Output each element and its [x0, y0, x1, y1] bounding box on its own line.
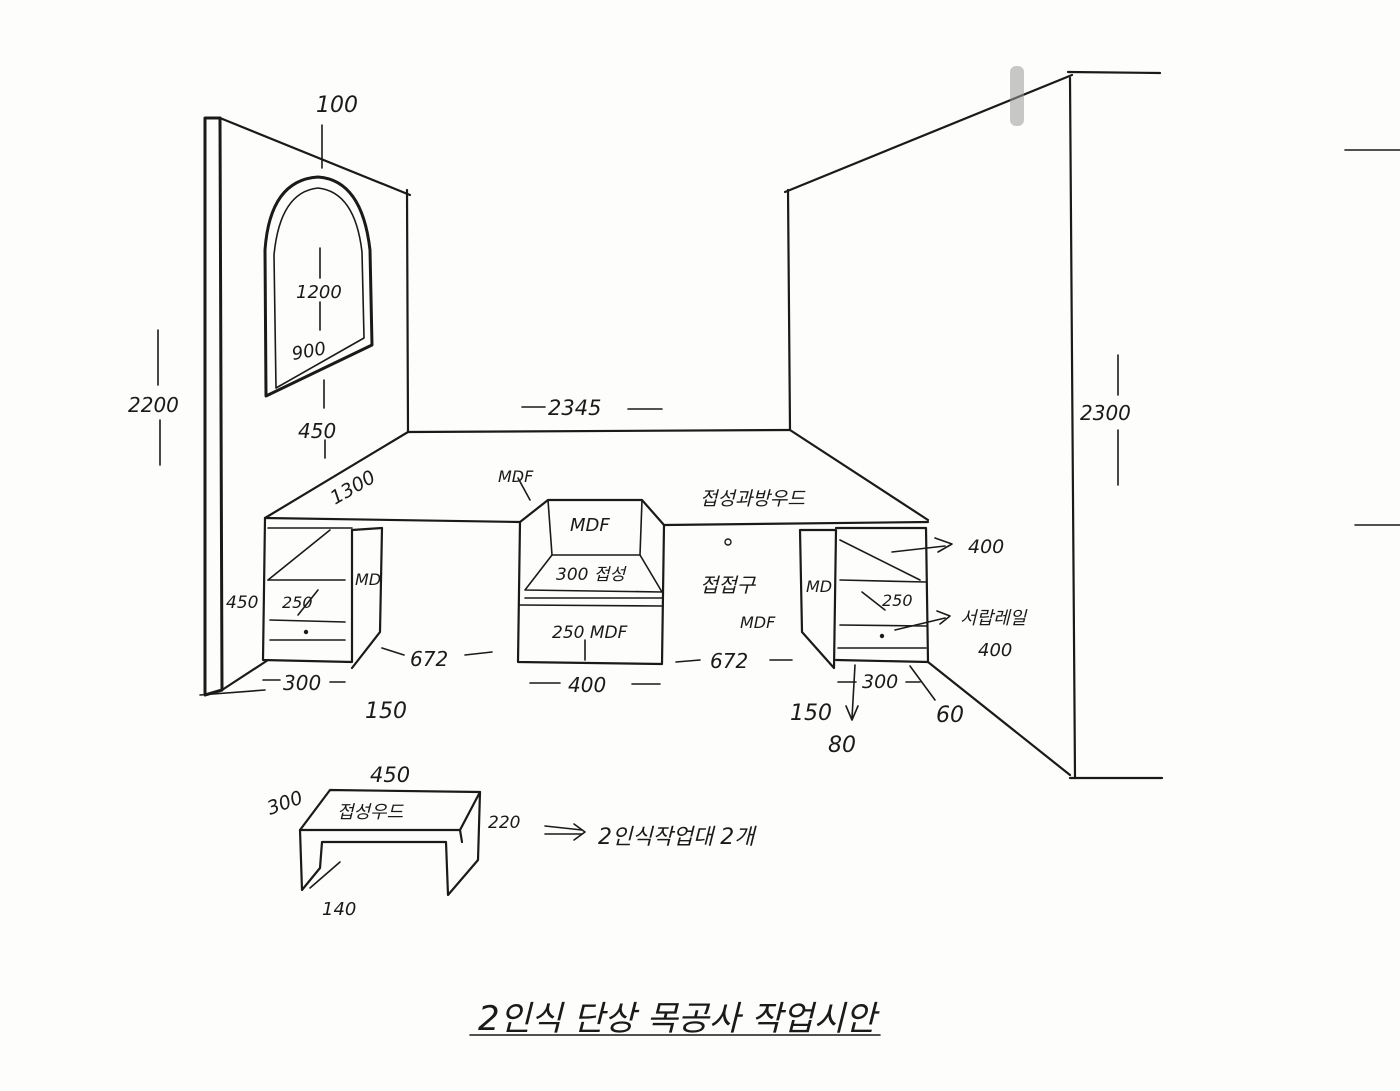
left-gap-label: 672 [410, 647, 448, 671]
left-cabinet [261, 516, 493, 683]
stool-leg-label: 140 [322, 899, 356, 920]
stool-depth-label: 300 [264, 787, 306, 820]
center-bottom-label: 250 MDF [552, 623, 628, 643]
right-wall-height-label: 2300 [1080, 401, 1131, 425]
arched-window [263, 124, 374, 459]
left-wall-height-label: 2200 [128, 393, 179, 417]
right-depth-label: 300 [862, 671, 898, 693]
stool [298, 788, 586, 897]
right-wall [783, 66, 1400, 780]
left-shelf-label: 250 [282, 593, 313, 612]
floor-depth-label: 1300 [327, 466, 380, 509]
stool-width-label: 450 [370, 763, 410, 787]
window-sill-label: 450 [298, 419, 336, 443]
window-height-label: 1200 [296, 282, 342, 303]
cabinet-top-mdf-label: MDF [498, 467, 534, 486]
right-leg-label: 150 [790, 701, 832, 726]
center-top-label: MDF [570, 515, 610, 536]
center-cabinet [516, 477, 666, 685]
right-bay-label: 접접구 [700, 573, 757, 597]
left-cabinet-height-label: 450 [226, 593, 258, 613]
center-width-label: 400 [568, 673, 606, 697]
floor-platform [263, 406, 930, 527]
desk-top-label: 접성과방우드 [700, 488, 806, 510]
right-bay-mdf-label: MDF [740, 613, 776, 632]
left-side-panel-label: MD [355, 570, 381, 589]
right-gap-label: 672 [710, 649, 748, 673]
drawer-rail-label: 서랍레일 [960, 608, 1028, 629]
stool-note-label: 2인식작업대 2개 [598, 825, 757, 850]
drawer-rail-length-label: 400 [978, 640, 1012, 661]
floor-width-label: 2345 [548, 396, 601, 420]
right-shelf-label: 250 [882, 591, 913, 610]
window-top-label: 100 [316, 93, 358, 118]
left-depth-label: 300 [283, 671, 321, 695]
right-offset-label: 80 [828, 733, 856, 758]
left-leg-label: 150 [365, 699, 407, 724]
left-height-dim [157, 329, 161, 466]
left-wall [199, 116, 412, 697]
right-top-label: 400 [968, 536, 1004, 558]
right-cabinet [675, 526, 953, 721]
right-toe-label: 60 [936, 703, 964, 728]
right-side-panel-label: MD [806, 577, 832, 596]
stool-height-label: 220 [488, 813, 520, 833]
stool-material-label: 접성우드 [337, 802, 405, 823]
sketch-title: 2인식 단상 목공사 작업시안 [478, 999, 880, 1039]
center-shelf-label: 300 접성 [556, 565, 627, 585]
